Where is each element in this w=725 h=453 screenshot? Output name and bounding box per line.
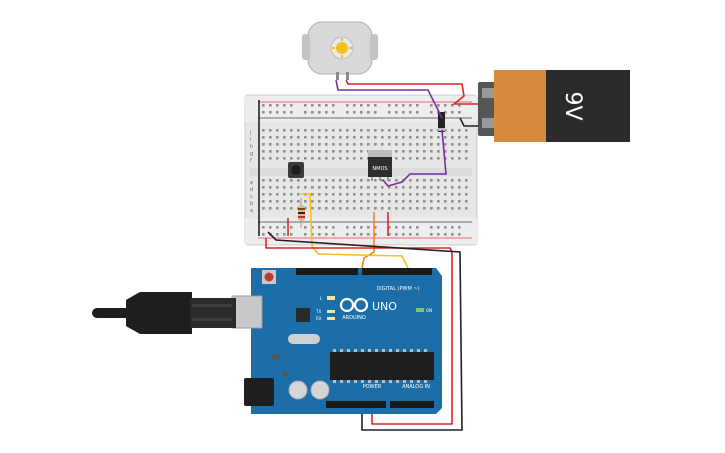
pushbutton[interactable] — [288, 162, 304, 178]
analog-label: ANALOG IN — [402, 384, 430, 390]
motor-shaft-icon — [336, 42, 348, 54]
arduino-brand: ARDUINO — [342, 315, 366, 321]
svg-text:e: e — [250, 180, 253, 186]
on-label: ON — [426, 308, 432, 313]
power-header — [326, 401, 386, 408]
breadboard-holes — [262, 104, 468, 236]
led-rx-label: RX — [316, 316, 322, 321]
diode[interactable] — [438, 112, 445, 132]
svg-text:i: i — [250, 137, 251, 143]
svg-text:a: a — [250, 208, 253, 214]
svg-text:d: d — [250, 187, 253, 193]
power-label: POWER — [363, 384, 382, 390]
svg-text:c: c — [250, 194, 253, 200]
svg-text:j: j — [249, 130, 251, 136]
svg-text:f: f — [250, 158, 252, 164]
nmos-transistor[interactable]: NMOS — [368, 150, 392, 181]
wire-purple-drain — [382, 129, 447, 187]
analog-header — [390, 401, 434, 408]
digital-label: DIGITAL (PWM ~) — [376, 286, 419, 292]
svg-text:h: h — [250, 144, 253, 150]
arduino-model: UNO — [372, 300, 397, 313]
reset-button[interactable] — [262, 270, 276, 284]
svg-text:g: g — [250, 151, 253, 157]
wire-red-motor — [345, 79, 478, 105]
usb-cable — [92, 292, 236, 334]
battery-9v[interactable]: 9V — [478, 70, 630, 142]
battery-label: 9V — [560, 91, 585, 120]
led-l-label: L — [320, 296, 323, 301]
svg-text:b: b — [250, 201, 253, 207]
wire-black-gnd — [267, 231, 463, 431]
dc-motor[interactable] — [302, 21, 378, 80]
digital-header-right — [362, 268, 432, 275]
wire-black-battery — [459, 117, 478, 127]
wires — [258, 79, 478, 431]
wire-yellow-button — [301, 193, 409, 269]
transistor-label: NMOS — [372, 166, 387, 172]
breadboard-row-letters: j i h g f e d c b a — [249, 130, 253, 214]
atmega-chip — [330, 352, 434, 380]
digital-header-left — [296, 268, 358, 275]
arduino-uno[interactable]: DIGITAL (PWM ~) L TX RX ARDUINO UNO ON — [231, 268, 442, 414]
resistor[interactable] — [298, 198, 305, 228]
arduino-logo-icon — [339, 297, 369, 313]
led-tx-label: TX — [315, 309, 321, 314]
wire-purple-motor — [335, 79, 443, 119]
